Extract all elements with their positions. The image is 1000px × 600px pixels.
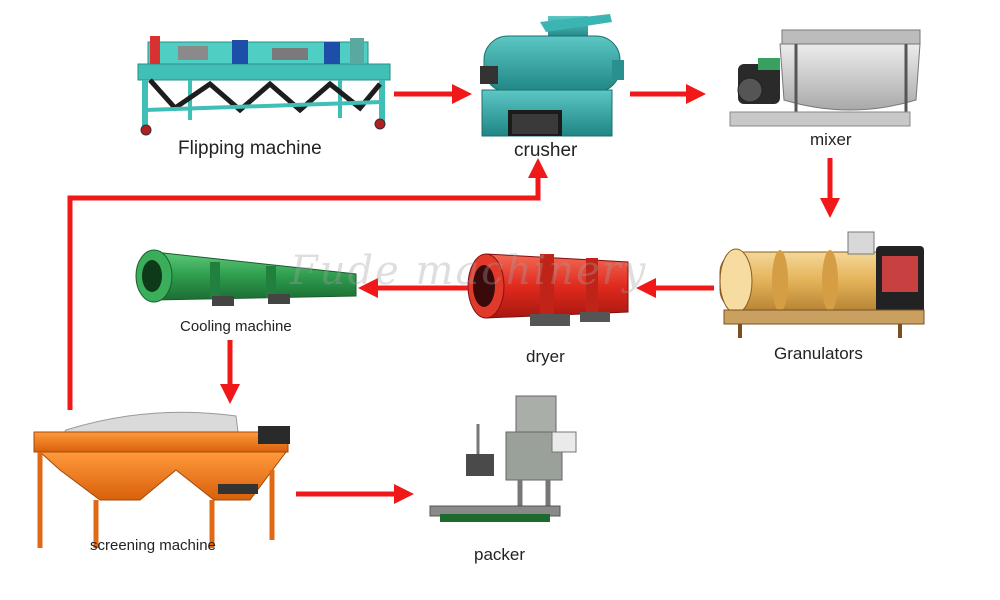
- label-flipping-machine: Flipping machine: [178, 138, 322, 159]
- screening-machine-illustration: [33, 411, 290, 548]
- label-dryer: dryer: [526, 347, 565, 366]
- label-crusher: crusher: [514, 140, 578, 161]
- packer-illustration: [429, 395, 577, 522]
- cooling-machine-illustration: [135, 249, 357, 306]
- crusher-illustration: [480, 14, 624, 137]
- dryer-illustration: [467, 253, 629, 326]
- mixer-illustration: [729, 29, 921, 127]
- label-screening-machine: screening machine: [90, 537, 216, 554]
- label-packer: packer: [474, 545, 526, 564]
- arrow-screening-to-crusher: [67, 158, 548, 410]
- flipping-machine-illustration: [137, 36, 391, 136]
- flow-arrows: [67, 84, 840, 504]
- label-granulators: Granulators: [774, 344, 863, 363]
- label-cooling-machine: Cooling machine: [180, 318, 292, 335]
- granulator-illustration: [719, 231, 925, 338]
- label-mixer: mixer: [810, 130, 852, 149]
